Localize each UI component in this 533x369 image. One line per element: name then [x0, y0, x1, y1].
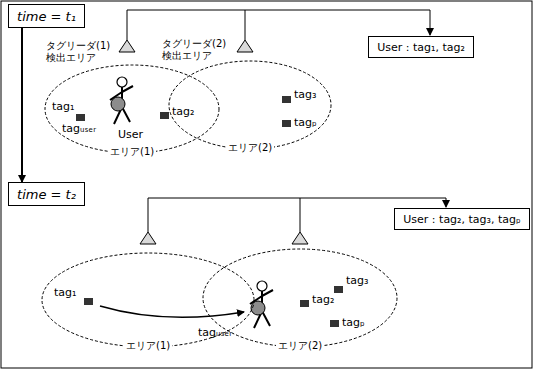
area-ellipse — [45, 65, 219, 153]
tag-label: tagᵤₛₑᵣ — [198, 326, 232, 339]
area-ellipse — [169, 61, 331, 149]
tag-reader — [140, 232, 308, 244]
tag-label: tag₂ — [312, 293, 334, 306]
box-text: time = t₁ — [17, 9, 76, 24]
movement-arrow — [100, 306, 244, 317]
area-heading: タグリーダ(2) 検出エリア — [162, 38, 236, 62]
area-label: エリア(1) — [124, 340, 172, 352]
reader-output-box: User : tag₁, tag₂ — [368, 36, 474, 58]
area-label: エリア(1) — [108, 146, 156, 158]
time-arrow — [21, 28, 23, 182]
tag-label: tagₚ — [294, 116, 317, 129]
area-ellipse — [42, 253, 254, 347]
tag-label: tagᵤₛₑᵣ — [62, 122, 96, 135]
reader-output-box: User : tag₂, tag₃, tagₚ — [394, 208, 530, 230]
tag-label: User — [118, 128, 143, 141]
user-figure — [250, 281, 273, 328]
tag-label: tag₁ — [52, 100, 74, 113]
tag-square — [76, 96, 291, 127]
tag-label: tag₃ — [294, 88, 316, 101]
box-text: User : tag₁, tag₂ — [377, 41, 465, 54]
box-text: time = t₂ — [17, 187, 76, 202]
area-label: エリア(2) — [276, 340, 324, 352]
tag-label: tag₃ — [346, 274, 368, 287]
tag-label: tag₁ — [54, 286, 76, 299]
box-text: User : tag₂, tag₃, tagₚ — [403, 213, 520, 226]
time-box: time = t₂ — [8, 182, 85, 206]
tag-label: tag₂ — [172, 105, 194, 118]
tag-square — [84, 286, 343, 327]
area-ellipse — [203, 249, 397, 347]
area-heading: タグリーダ(1) 検出エリア — [46, 40, 120, 64]
tag-label: tagₚ — [342, 316, 365, 329]
area-label: エリア(2) — [226, 142, 274, 154]
time-box: time = t₁ — [8, 4, 85, 28]
user-figure — [110, 77, 133, 124]
